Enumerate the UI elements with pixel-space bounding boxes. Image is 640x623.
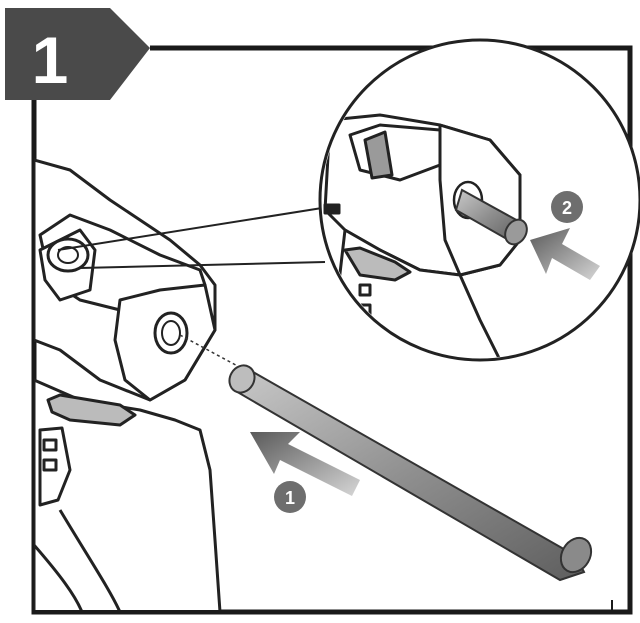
step-number: 1	[32, 23, 69, 97]
callout-2-label: 2	[562, 198, 572, 218]
magnifier-connector	[57, 207, 326, 269]
glue-gun-icon	[34, 158, 222, 610]
step-badge: 1	[5, 8, 150, 100]
glue-inlet-hole	[153, 311, 189, 355]
push-arrow-icon	[530, 228, 600, 280]
callout-2: 2	[551, 191, 583, 223]
callout-1: 1	[274, 481, 306, 513]
callout-1-label: 1	[285, 488, 295, 508]
rear-detail	[46, 237, 90, 273]
insert-arrow-icon	[250, 432, 360, 496]
insert-guide-line	[179, 334, 246, 371]
glue-stick-icon	[228, 364, 593, 582]
magnifier-circle-icon	[318, 38, 640, 362]
